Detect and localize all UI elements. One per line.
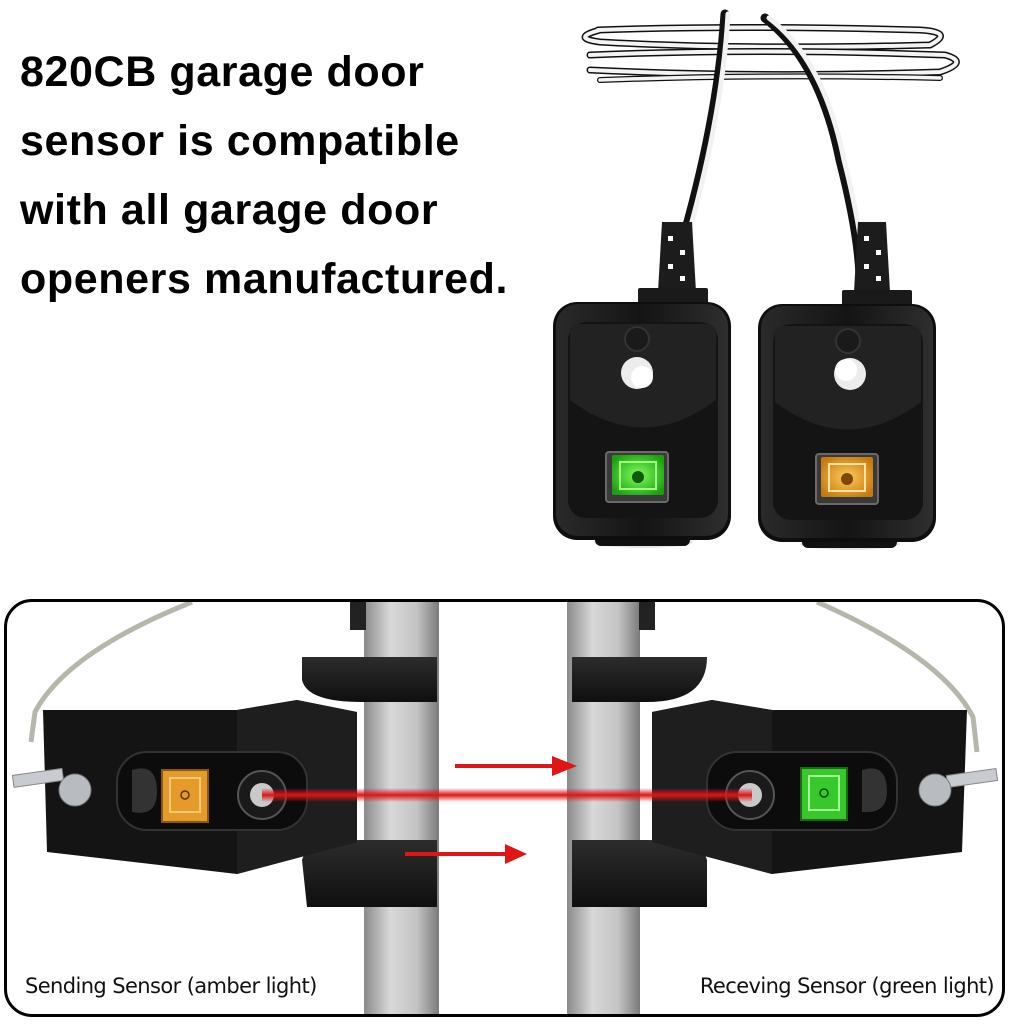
strain-relief-left [638, 222, 708, 306]
left-wire [28, 602, 193, 743]
headline: 820CB garage door sensor is compatible w… [20, 38, 560, 314]
sensor-pair-illustration [553, 9, 960, 550]
infrared-beam [262, 788, 752, 802]
sensor-right-amber [758, 304, 936, 550]
installation-illustration [11, 602, 999, 1014]
sensor-left-green [553, 302, 731, 548]
headline-line-3: with all garage door [20, 186, 439, 234]
headline-line-4: openers manufactured. [20, 255, 509, 303]
headline-line-2: sensor is compatible [20, 117, 460, 165]
headline-line-1: 820CB garage door [20, 48, 425, 96]
sending-sensor [11, 700, 357, 874]
right-wire [815, 602, 980, 753]
receiving-sensor-caption: Receving Sensor (green light) [699, 974, 995, 998]
product-photo [540, 0, 1012, 580]
arrow-lower [405, 844, 527, 864]
strain-relief-right [842, 222, 912, 308]
sending-sensor-caption: Sending Sensor (amber light) [25, 974, 317, 998]
receiving-sensor [652, 700, 999, 874]
coiled-cable [581, 9, 960, 280]
arrow-upper [455, 756, 577, 776]
installation-diagram-panel: Sending Sensor (amber light) Receving Se… [4, 599, 1005, 1017]
